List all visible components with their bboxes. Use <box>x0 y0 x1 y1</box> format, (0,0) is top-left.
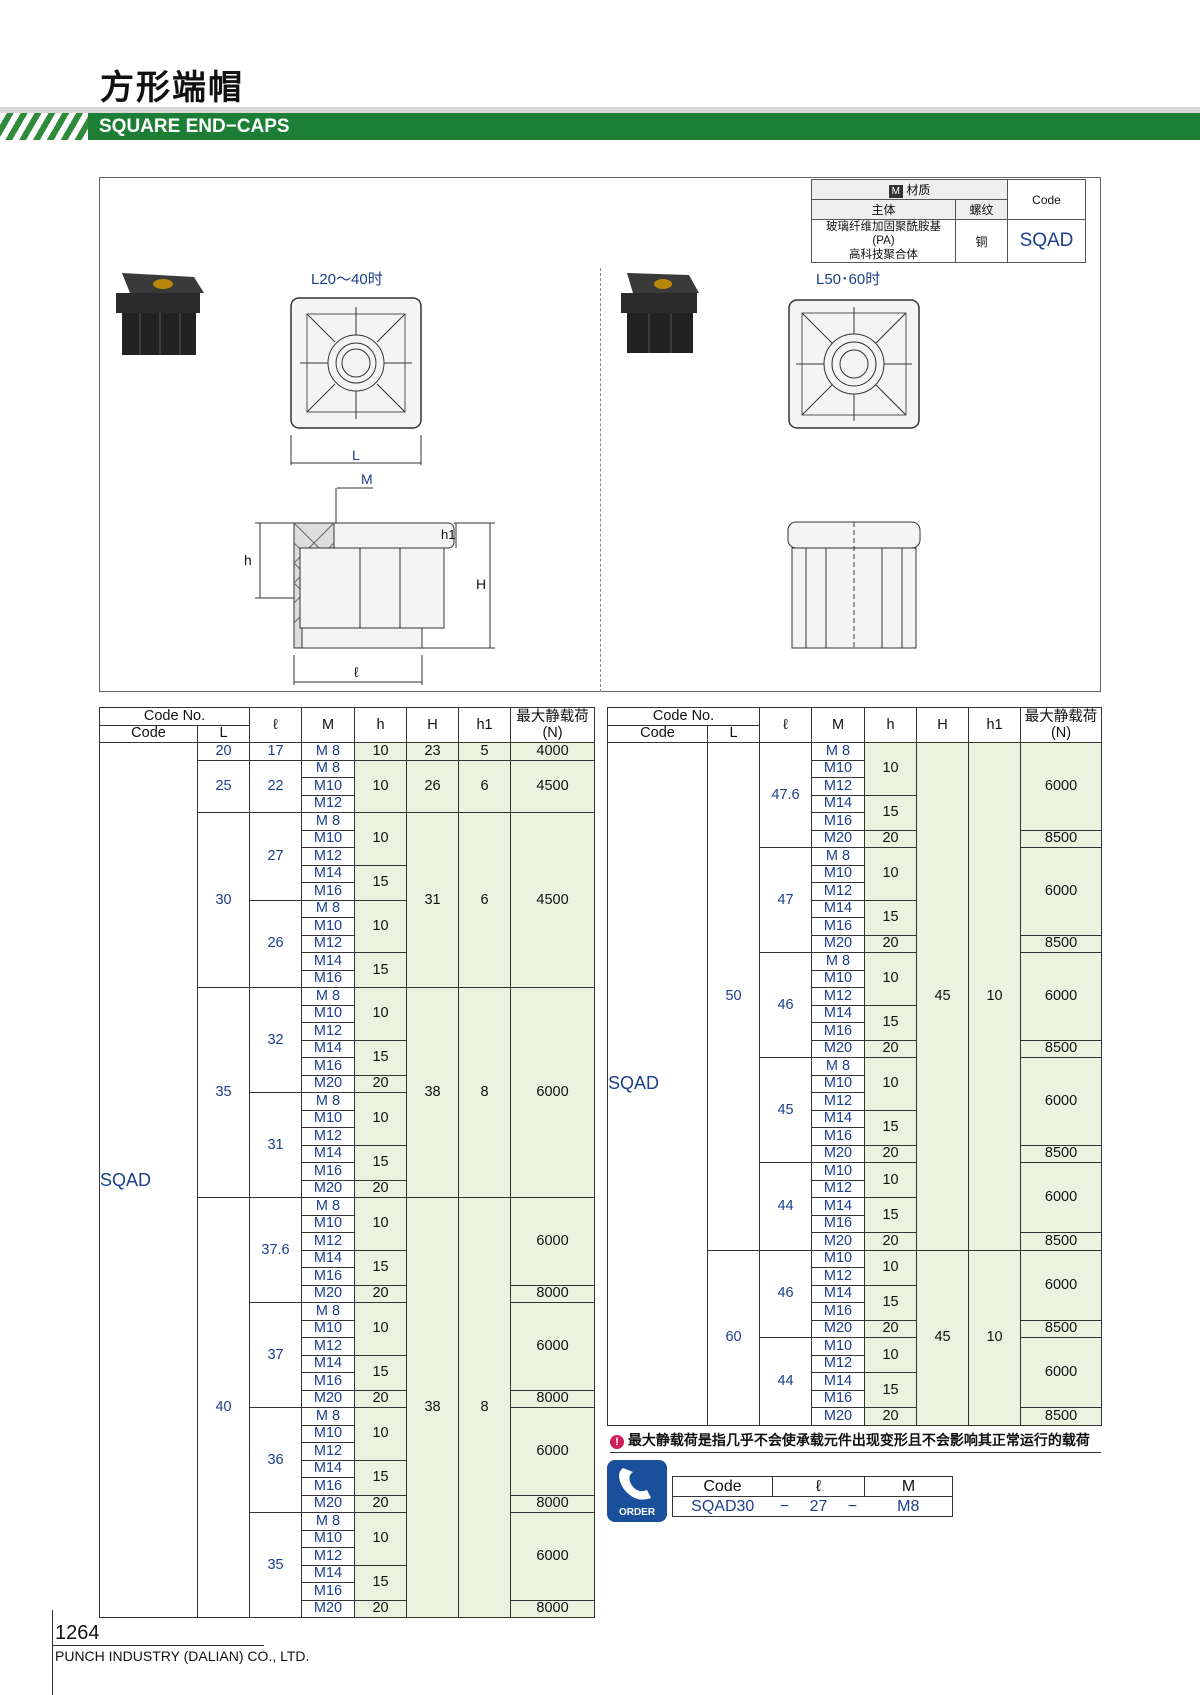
dim-l-label: ℓ <box>354 664 359 680</box>
dim-H-label: H <box>476 576 487 592</box>
footer-rule <box>52 1645 264 1646</box>
warning-icon: ! <box>610 1435 624 1449</box>
title-rule <box>0 107 1200 113</box>
product-photo-large <box>621 273 699 353</box>
drawing-divider <box>600 268 601 692</box>
company-name: PUNCH INDUSTRY (DALIAN) CO., LTD. <box>55 1648 310 1664</box>
load-note: ! 最大静载荷是指几乎不会使承载元件出现变形且不会影响其正常运行的载荷 <box>610 1430 1101 1453</box>
dim-L-label: L <box>352 447 360 463</box>
side-view-drawing-small <box>255 487 495 685</box>
dim-M-label: M <box>361 471 373 487</box>
product-photo-small <box>116 273 204 355</box>
side-view-drawing-large <box>787 521 921 649</box>
top-view-drawing-large <box>788 299 920 429</box>
top-view-drawing-small <box>290 297 422 465</box>
order-badge: ORDER <box>607 1460 667 1522</box>
section-banner: SQUARE END−CAPS <box>88 113 1200 140</box>
dim-h-label: h <box>244 552 252 568</box>
phone-icon <box>619 1468 651 1500</box>
dim-h1-label: h1 <box>441 527 456 542</box>
right-drawing-label: L50･60时 <box>816 271 881 288</box>
stripe-decoration <box>0 113 100 140</box>
page-number: 1264 <box>55 1622 100 1644</box>
left-drawing-label: L20～40时 <box>311 271 383 288</box>
page-title: 方形端帽 <box>100 68 244 108</box>
footer-rule-vertical <box>52 1610 53 1695</box>
